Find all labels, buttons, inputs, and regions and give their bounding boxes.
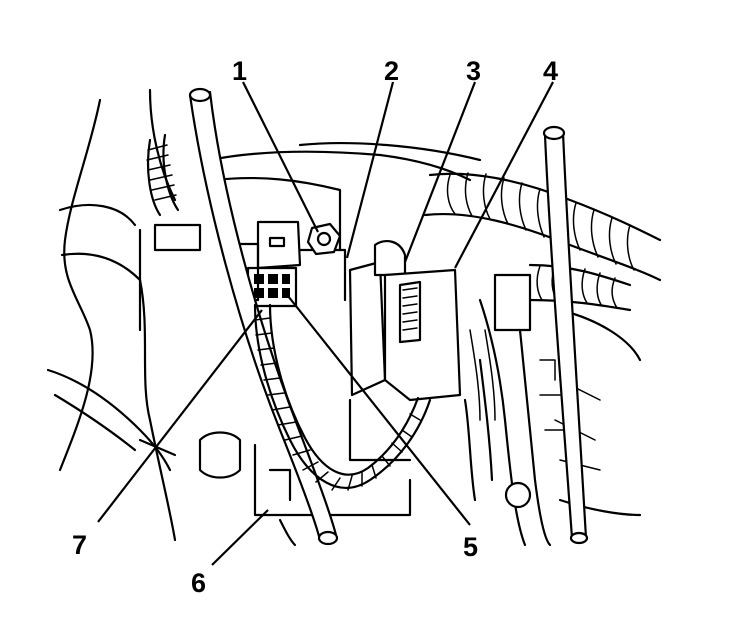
- leader-7: [97, 309, 263, 523]
- electrical-connector: [234, 220, 302, 308]
- left-rod: [188, 87, 339, 546]
- callout-5: 5: [463, 532, 478, 562]
- callout-6: 6: [191, 568, 206, 598]
- callout-7: 7: [72, 530, 87, 560]
- module-bracket: [348, 240, 462, 462]
- leader-6: [211, 509, 269, 566]
- callout-4: 4: [543, 56, 558, 86]
- leader-4: [454, 81, 554, 269]
- leader-lines: [97, 81, 554, 566]
- leader-2: [345, 81, 395, 259]
- left-coiled-wire: [146, 133, 180, 217]
- right-body-structure: [463, 273, 642, 547]
- callout-3: 3: [466, 56, 481, 86]
- leader-3: [403, 81, 477, 263]
- callout-2: 2: [384, 56, 399, 86]
- corrugated-harness: [423, 172, 662, 282]
- right-rod: [542, 125, 589, 545]
- secondary-harness: [528, 263, 632, 312]
- callout-1: 1: [232, 56, 247, 86]
- bolt-nut: [306, 222, 342, 256]
- callout-labels: 1 2 3 4 5 6 7: [72, 56, 558, 598]
- left-body-structure: [46, 88, 202, 542]
- leader-5: [287, 295, 471, 526]
- central-panel: [198, 142, 482, 517]
- leader-1: [242, 81, 319, 233]
